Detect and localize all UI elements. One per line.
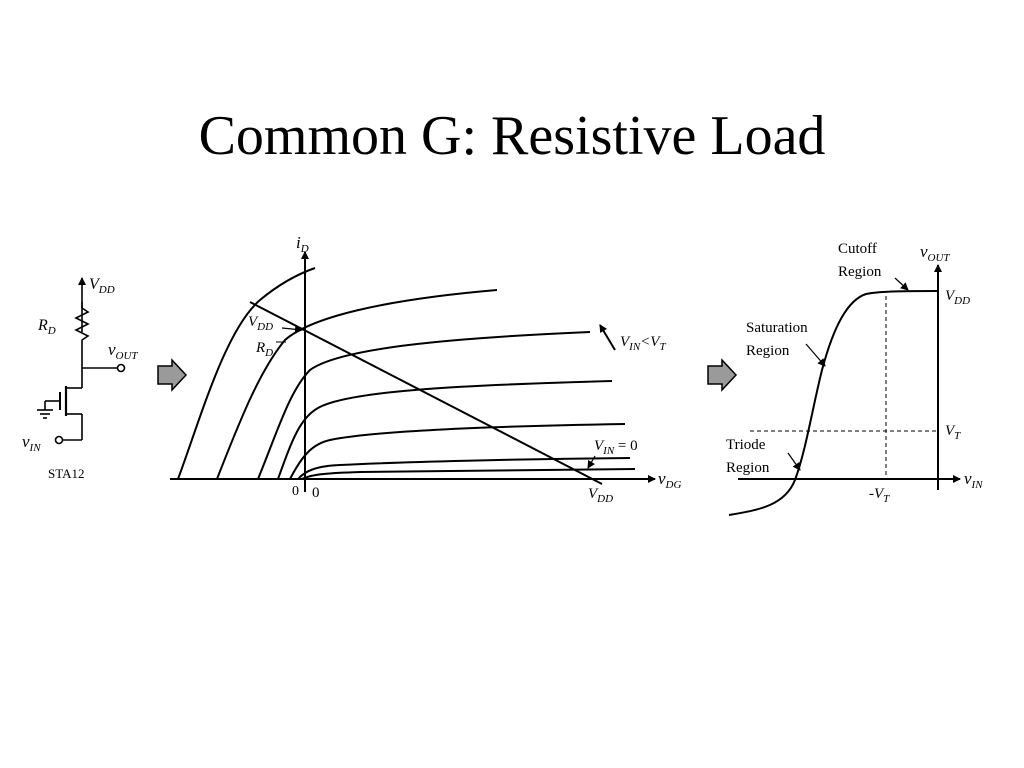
transfer-curve (728, 290, 939, 516)
flow-arrow-icon (707, 358, 738, 392)
circuit-vout-label: vOUT (108, 340, 138, 362)
transfer-vdd-label: VDD (945, 288, 970, 307)
slide-title: Common G: Resistive Load (198, 105, 826, 167)
iv-curve-5 (289, 423, 626, 480)
iv-curve-4 (277, 380, 613, 480)
iv-origin-label-2: 0 (312, 485, 320, 501)
triode-region-label-1: Triode (726, 437, 766, 453)
triode-pointer-arrow (787, 452, 801, 471)
circuit-tag: STA12 (48, 466, 85, 481)
output-node-icon (116, 363, 126, 373)
circuit-rd-label: RD (37, 317, 56, 337)
vin-less-vt-label: VIN<VT (620, 334, 666, 353)
flow-arrow-icon (157, 358, 188, 392)
iv-curve-6 (297, 457, 631, 480)
iv-curve-3 (257, 331, 591, 480)
iv-curve-1 (177, 267, 316, 480)
transfer-vt-label: VT (945, 423, 961, 442)
circuit-vdd-label: VDD (89, 276, 115, 296)
intercept-pointer-arrow (281, 325, 303, 334)
cutoff-region-label-2: Region (838, 264, 882, 280)
saturation-region-label-1: Saturation (746, 320, 808, 336)
intercept-denominator-label: RD (255, 340, 273, 359)
vin-zero-pointer-arrow (587, 455, 596, 469)
resistor-rd (74, 302, 90, 345)
vin-direction-arrow (599, 324, 616, 351)
transfer-x-axis-label: vIN (964, 469, 983, 491)
triode-region-label-2: Region (726, 460, 770, 476)
input-node-icon (54, 435, 64, 445)
iv-origin-label-1: 0 (292, 484, 299, 499)
iv-curve-7 (301, 468, 636, 480)
circuit-schematic (37, 277, 126, 445)
transfer-y-axis-label: vOUT (920, 242, 950, 264)
cutoff-region-label-1: Cutoff (838, 241, 877, 257)
intercept-numerator-label: VDD (248, 314, 273, 333)
iv-y-axis-label: iD (296, 233, 309, 255)
iv-x-axis-label: vDG (658, 469, 681, 491)
cutoff-pointer-arrow (894, 277, 909, 291)
vin-zero-label: VIN = 0 (594, 438, 638, 457)
iv-plot (170, 251, 656, 492)
transfer-neg-vt-label: -VT (869, 486, 890, 505)
saturation-pointer-arrow (805, 343, 826, 367)
iv-curve-2 (216, 289, 498, 480)
load-line (249, 301, 603, 485)
iv-vdd-x-label: VDD (588, 486, 613, 505)
saturation-region-label-2: Region (746, 343, 790, 359)
transfer-plot (728, 264, 961, 516)
circuit-vin-label: vIN (22, 432, 41, 454)
